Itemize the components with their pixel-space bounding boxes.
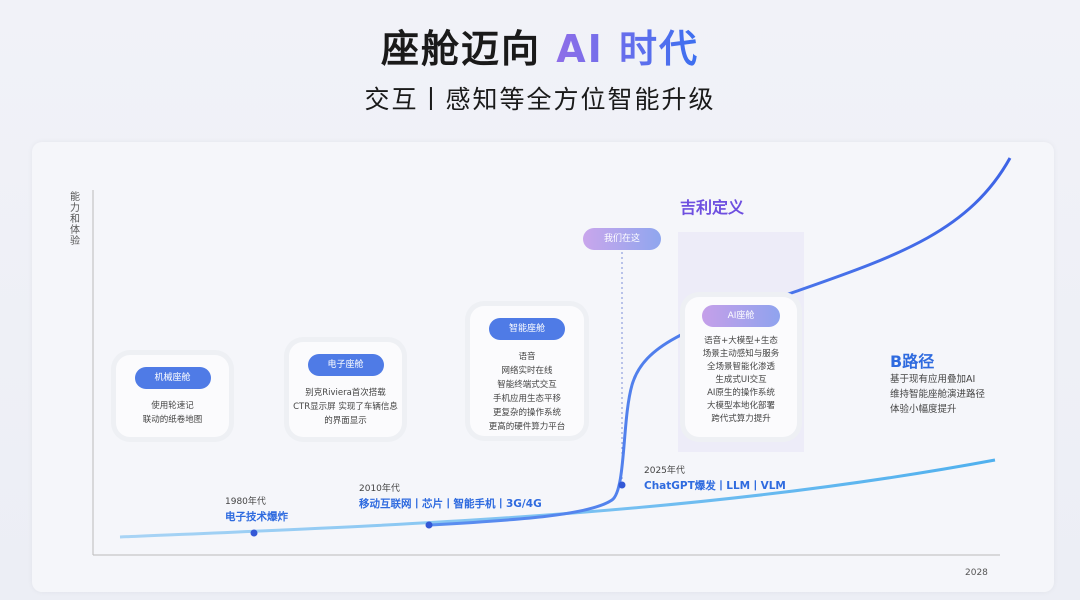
page-subtitle: 交互丨感知等全方位智能升级 — [364, 85, 716, 114]
title-ai: AI 时代 — [556, 27, 699, 71]
card-tag: AI座舱 — [702, 305, 780, 327]
card-line: 联动的纸卷地图 — [142, 415, 203, 425]
card-line: 更高的硬件算力平台 — [488, 422, 566, 432]
ai-path-curve — [429, 157, 1012, 527]
b-path-line: 维持智能座舱演进路径 — [890, 389, 986, 400]
card-line: 别克Riviera首次搭载 — [305, 388, 386, 398]
geely-label: 吉利定义 — [680, 198, 745, 217]
b-path-title: B路径 — [890, 352, 935, 371]
b-path-line: 体验小幅度提升 — [890, 404, 957, 415]
era-2025: 2025年代 ChatGPT爆发丨LLM丨VLM — [644, 463, 786, 493]
card-line: 智能终端式交互 — [497, 380, 557, 390]
page-title: 座舱迈向 AI 时代 — [0, 18, 1080, 73]
era-year: 1980年代 — [225, 497, 266, 507]
b-path-note: B路径 基于现有应用叠加AI 维持智能座舱演进路径 体验小幅度提升 — [890, 348, 985, 417]
card-smart: 智能座舱 语音 网络实时在线 智能终端式交互 手机应用生态平移 更复杂的操作系统… — [470, 306, 584, 436]
card-tag: 智能座舱 — [489, 318, 565, 340]
y-axis-label: 能力和体验 — [70, 192, 80, 247]
era-desc: 移动互联网丨芯片丨智能手机丨3G/4G — [359, 498, 542, 510]
card-line: 使用轮速记 — [151, 401, 194, 411]
x-axis-end-label: 2028 — [965, 568, 988, 578]
b-path-line: 基于现有应用叠加AI — [890, 374, 976, 385]
card-line: 场景主动感知与服务 — [702, 349, 780, 359]
era-dot — [250, 529, 258, 537]
card-line: 跨代式算力提升 — [711, 414, 771, 424]
era-year: 2025年代 — [644, 466, 685, 476]
era-desc: 电子技术爆炸 — [225, 511, 288, 523]
card-line: AI原生的操作系统 — [707, 388, 775, 398]
era-dot — [425, 521, 433, 529]
card-electronic: 电子座舱 别克Riviera首次搭载 CTR显示屏 实现了车辆信息 的界面显示 — [289, 342, 402, 437]
card-tag: 机械座舱 — [134, 367, 211, 389]
we-are-here-badge: 我们在这 — [583, 228, 661, 250]
card-line: 生成式UI交互 — [715, 375, 767, 385]
title-main: 座舱迈向 — [380, 27, 557, 71]
card-line: CTR显示屏 实现了车辆信息 — [293, 402, 398, 412]
card-line: 网络实时在线 — [501, 366, 553, 376]
card-line: 全场景智能化渗透 — [706, 362, 775, 372]
card-tag: 电子座舱 — [307, 354, 384, 376]
card-ai: AI座舱 语音+大模型+生态 场景主动感知与服务 全场景智能化渗透 生成式UI交… — [685, 297, 797, 437]
era-2010: 2010年代移动互联网丨芯片丨智能手机丨3G/4G — [359, 481, 542, 511]
card-line: 更复杂的操作系统 — [492, 408, 561, 418]
card-line: 手机应用生态平移 — [492, 394, 561, 404]
card-line: 语音+大模型+生态 — [704, 336, 778, 346]
era-1980: 1980年代电子技术爆炸 — [225, 494, 288, 524]
era-dot — [618, 481, 626, 489]
card-mechanical: 机械座舱 使用轮速记 联动的纸卷地图 — [116, 355, 229, 437]
card-line: 的界面显示 — [324, 416, 367, 426]
era-desc: ChatGPT爆发丨LLM丨VLM — [644, 480, 786, 492]
card-line: 大模型本地化部署 — [706, 401, 775, 411]
card-line: 语音 — [518, 352, 536, 362]
era-year: 2010年代 — [359, 484, 400, 494]
